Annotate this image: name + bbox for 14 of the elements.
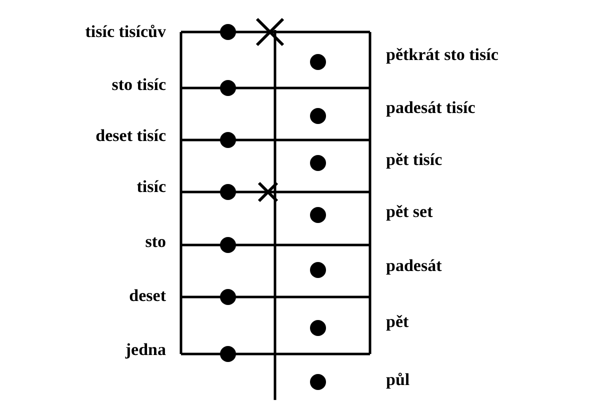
value-label: tisíc tisícův bbox=[85, 22, 166, 42]
value-label: deset bbox=[129, 286, 166, 306]
value-label: pět set bbox=[386, 202, 433, 222]
value-label: jedna bbox=[125, 340, 166, 360]
value-label: sto bbox=[145, 232, 166, 252]
value-label: padesát tisíc bbox=[386, 98, 476, 118]
value-label: pětkrát sto tisíc bbox=[386, 45, 498, 65]
value-label: pět tisíc bbox=[386, 150, 442, 170]
value-label: tisíc bbox=[136, 177, 166, 197]
value-label: sto tisíc bbox=[112, 75, 166, 95]
value-label: půl bbox=[386, 370, 410, 390]
value-label: padesát bbox=[386, 256, 442, 276]
value-label: deset tisíc bbox=[96, 126, 166, 146]
value-label: pět bbox=[386, 312, 409, 332]
